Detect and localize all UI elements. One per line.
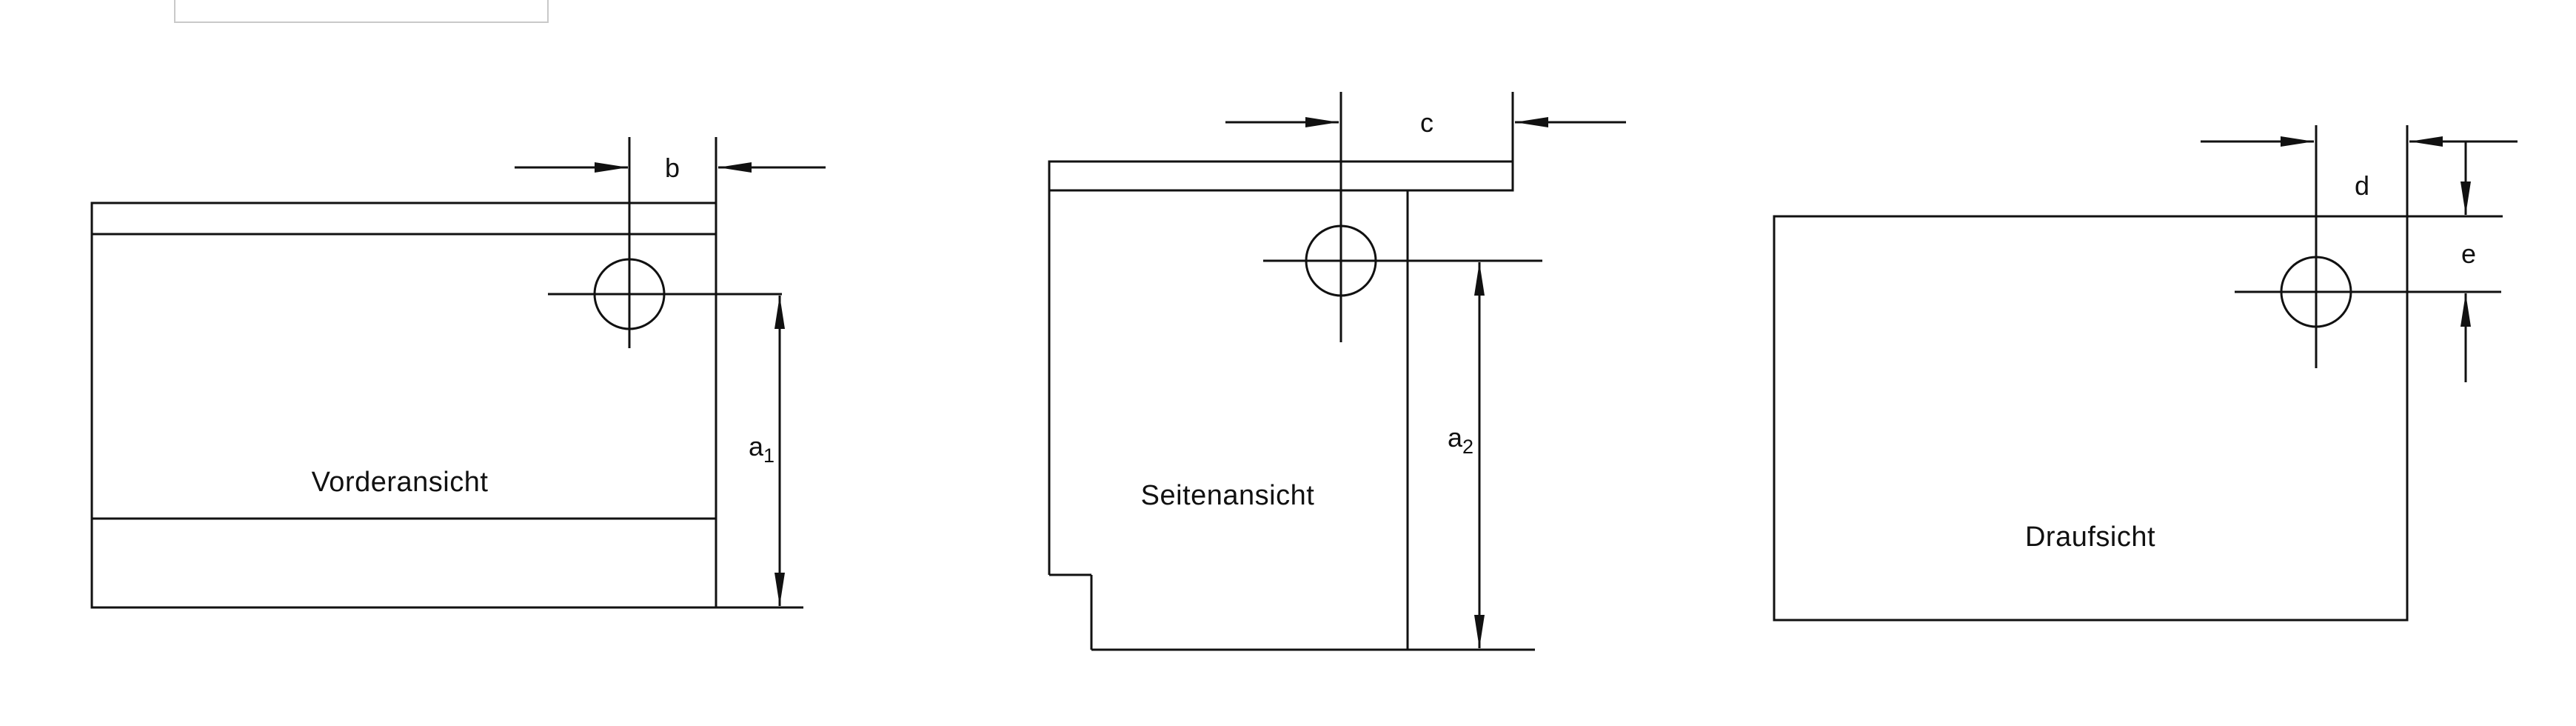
dim-c-label: c (1420, 107, 1433, 138)
side-view-label: Seitenansicht (1141, 480, 1315, 511)
dimension-b: b (515, 153, 826, 183)
top-view: d e Draufsicht (1773, 125, 2518, 622)
dim-a2-label: a2 (1448, 422, 1473, 458)
dimension-e: e (2460, 141, 2476, 382)
dimension-a2: a2 (1448, 262, 1485, 648)
dim-e-label: e (2461, 239, 2476, 269)
dimension-d: d (2201, 136, 2518, 201)
dim-a2-label-sub: 2 (1462, 436, 1473, 458)
dimension-c: c (1225, 92, 1626, 161)
top-view-hole (2235, 125, 2501, 368)
front-view-outline (90, 202, 717, 609)
dim-a1-label-sub: 1 (763, 444, 775, 467)
dim-a1-label-main: a (749, 431, 764, 462)
top-view-outline (1773, 215, 2409, 622)
dim-a2-label-main: a (1448, 422, 1463, 453)
front-view-label: Vorderansicht (312, 467, 489, 498)
side-view: c a2 Seitenansicht (1048, 92, 1626, 651)
side-view-top-flange (1048, 160, 1514, 192)
dimension-a1: a1 (749, 296, 785, 606)
dim-b-label: b (665, 153, 680, 183)
front-view: b a1 Vorderansicht (90, 137, 826, 609)
side-view-hole (1263, 92, 1542, 342)
top-left-empty-box (174, 0, 549, 23)
dim-d-label: d (2355, 170, 2369, 201)
top-view-label: Draufsicht (2025, 522, 2155, 553)
front-view-hole (548, 137, 782, 348)
dim-a1-label: a1 (749, 431, 775, 467)
